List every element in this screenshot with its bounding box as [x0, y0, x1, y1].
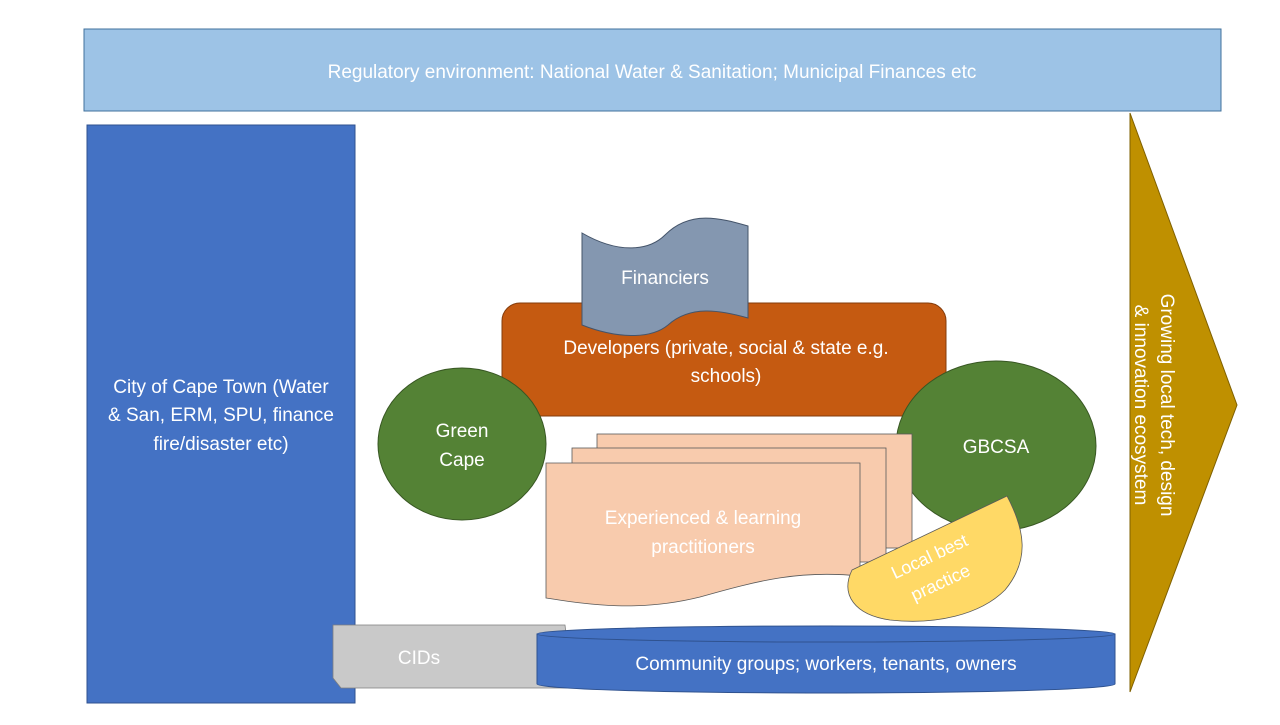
practitioners-multidocument: Experienced & learning practitioners — [545, 433, 913, 607]
cids-shape: CIDs — [332, 624, 573, 689]
ecosystem-line-2: & innovation ecosystem — [1130, 305, 1151, 506]
practitioners-line-2: practitioners — [651, 537, 755, 558]
developers-line-1: Developers (private, social & state e.g. — [563, 338, 888, 359]
green-cape-line-1: Green — [436, 421, 489, 442]
financiers-label: Financiers — [621, 268, 709, 289]
city-line-3: fire/disaster etc) — [153, 434, 288, 455]
city-line-2: & San, ERM, SPU, finance — [108, 405, 334, 426]
city-of-cape-town-box: City of Cape Town (Water & San, ERM, SPU… — [86, 124, 356, 704]
city-line-1: City of Cape Town (Water — [113, 377, 329, 398]
developers-box: Developers (private, social & state e.g.… — [501, 302, 947, 417]
green-cape-line-2: Cape — [439, 450, 484, 471]
financiers-shape: Financiers — [581, 217, 749, 336]
cids-label: CIDs — [398, 648, 440, 669]
ecosystem-line-1: Growing local tech, design — [1156, 294, 1177, 517]
growing-ecosystem-arrow: Growing local tech, design & innovation … — [1129, 112, 1238, 693]
regulatory-label: Regulatory environment: National Water &… — [328, 62, 977, 83]
gbcsa-label: GBCSA — [963, 437, 1030, 458]
developers-line-2: schools) — [691, 366, 762, 387]
regulatory-environment-box: Regulatory environment: National Water &… — [83, 28, 1222, 112]
community-label: Community groups; workers, tenants, owne… — [635, 654, 1016, 675]
green-cape-circle: Green Cape — [377, 367, 547, 521]
practitioners-line-1: Experienced & learning — [605, 508, 801, 529]
community-groups-cylinder: Community groups; workers, tenants, owne… — [536, 625, 1116, 694]
